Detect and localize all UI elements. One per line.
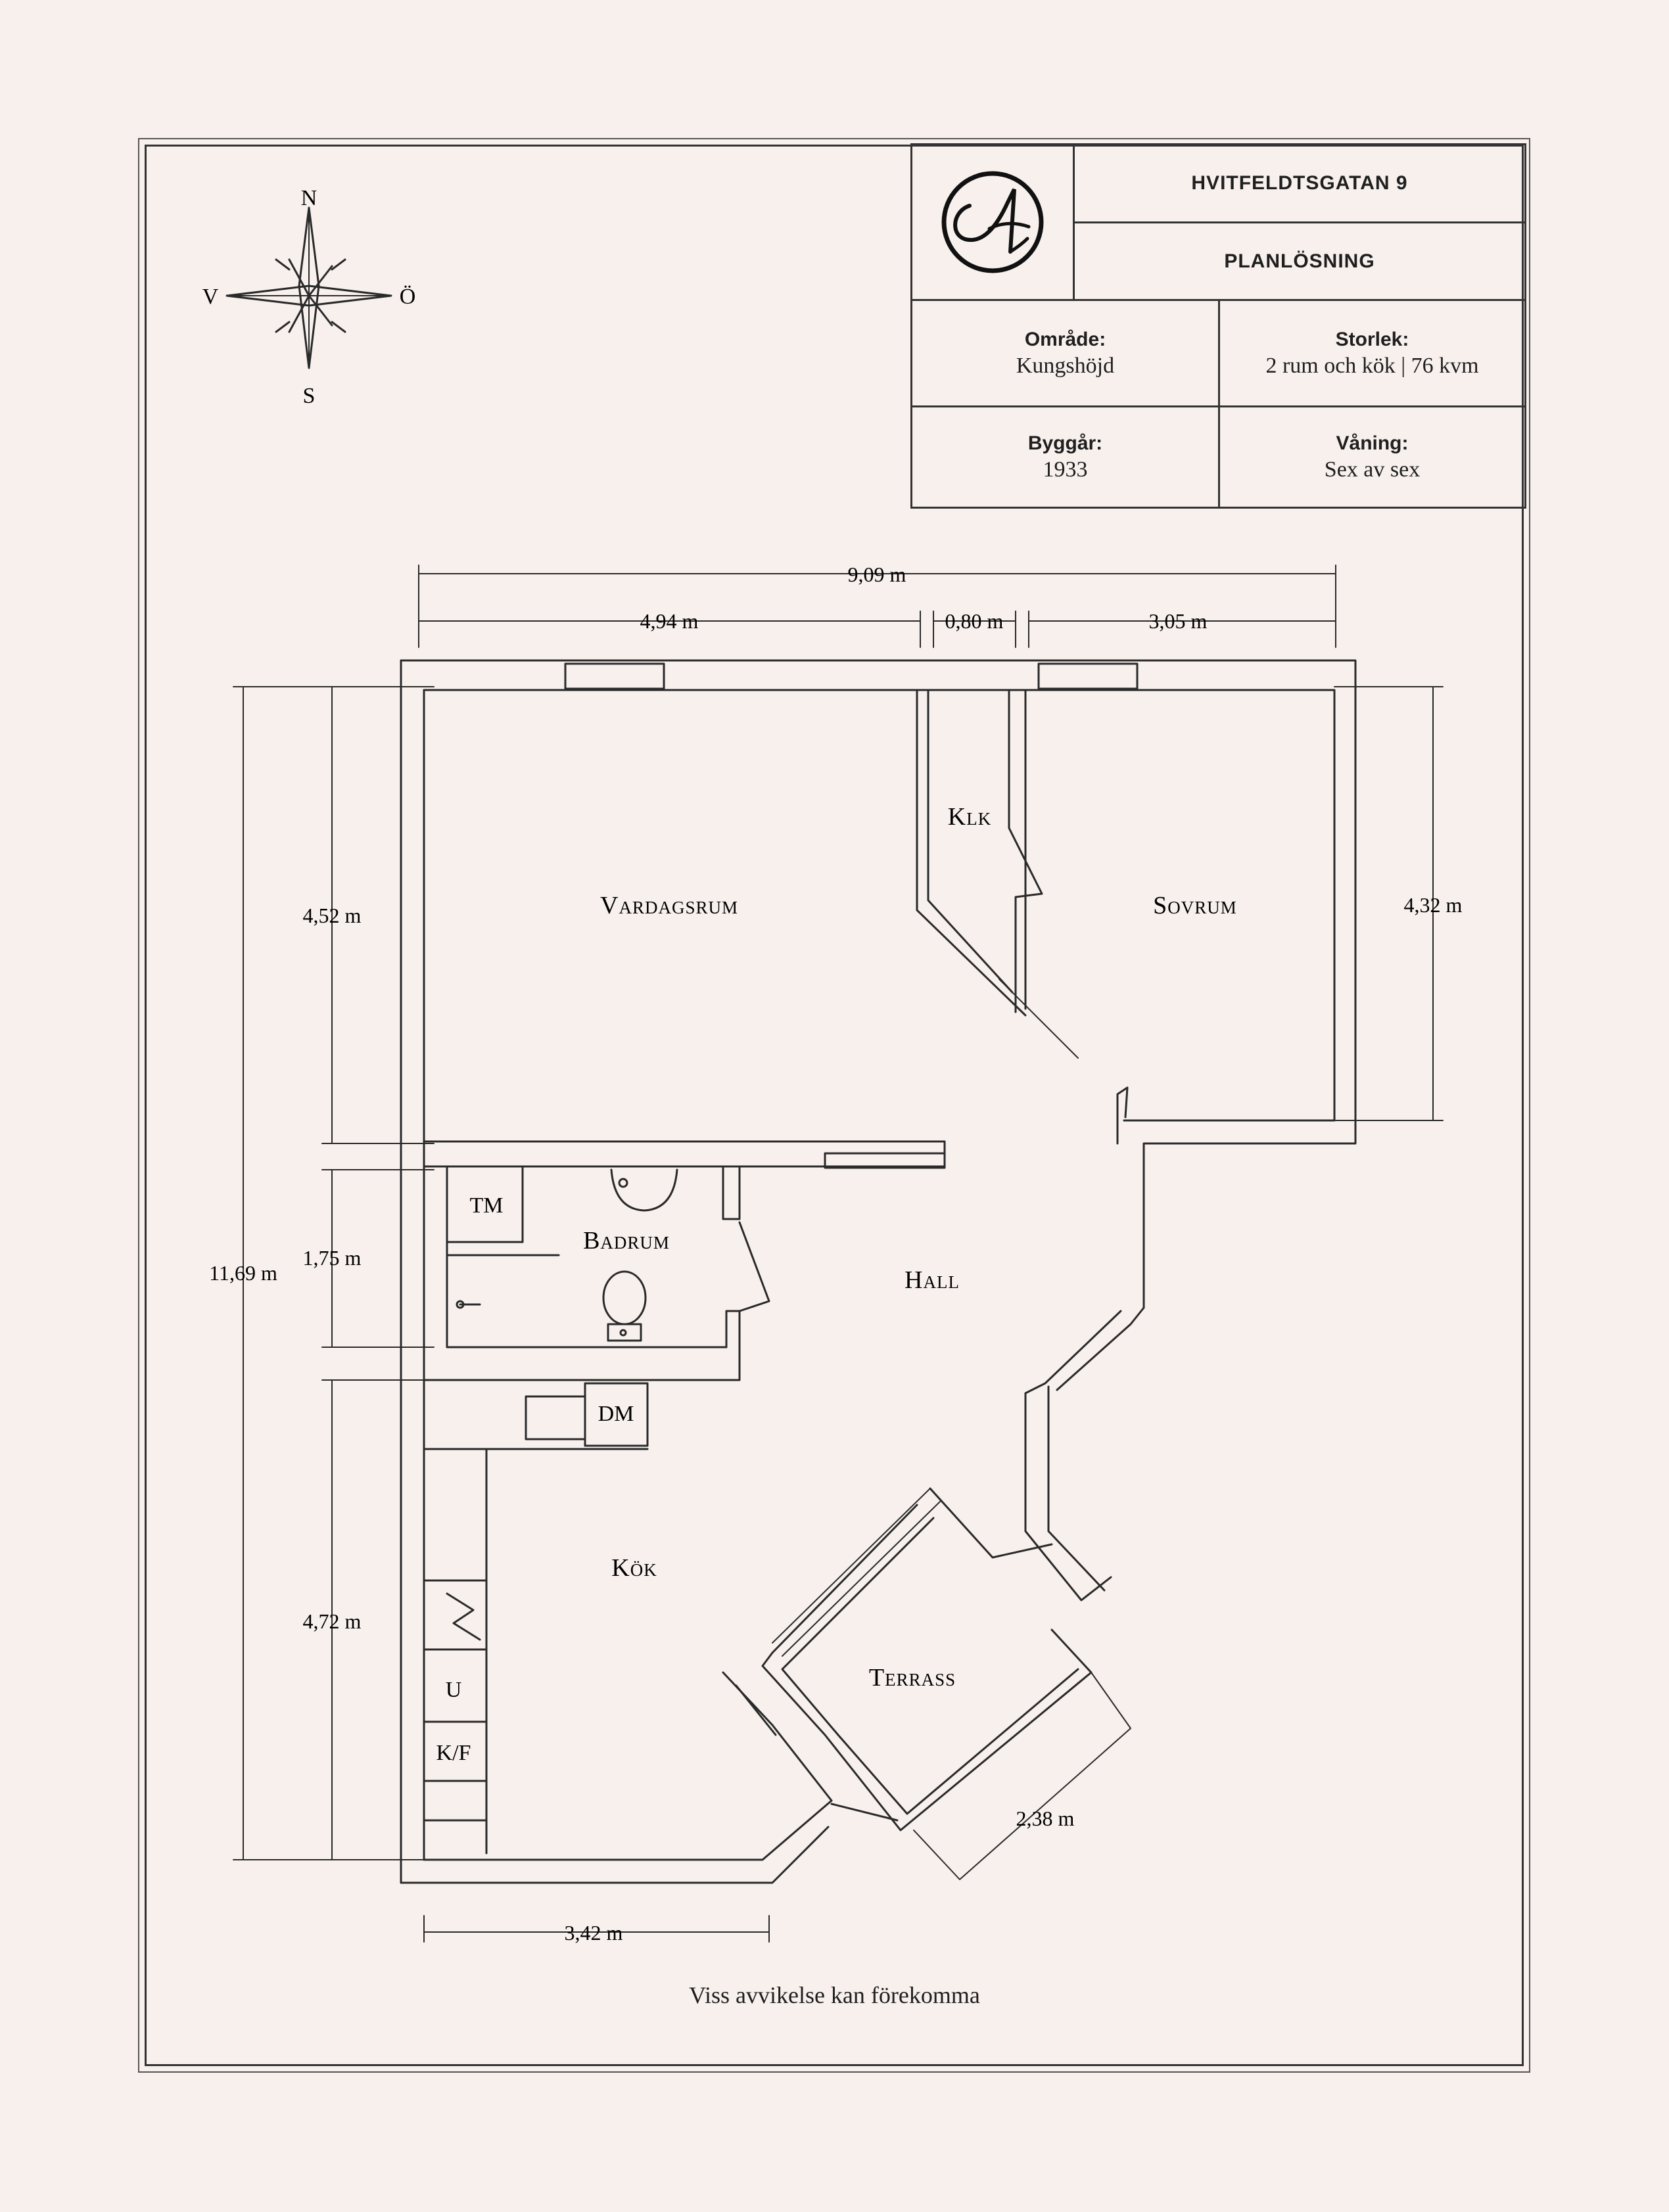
outer-frame [138, 138, 1530, 2073]
dim-kitchen-width: 3,42 m [565, 1921, 623, 1945]
dim-total-width: 9,09 m [848, 563, 906, 586]
compass-south: S [303, 384, 316, 408]
fixture-u: U [446, 1678, 462, 1702]
compass-east: Ö [400, 285, 416, 309]
built-label: Byggår: [1027, 432, 1103, 454]
compass-west: V [202, 285, 219, 309]
compass-rose-icon [225, 206, 392, 369]
monogram-logo-icon [941, 171, 1044, 273]
dim-bedroom-width: 3,05 m [1149, 609, 1208, 633]
inner-frame [145, 145, 1524, 2066]
floor-cell: Våning: Sex av sex [1218, 405, 1526, 509]
terrace-walls [722, 1086, 1145, 1832]
floor-value: Sex av sex [1324, 457, 1421, 482]
size-label: Storlek: [1335, 328, 1409, 350]
built-value: 1933 [1043, 457, 1088, 482]
exterior-walls [400, 659, 1357, 1884]
dim-total-height: 11,69 m [209, 1261, 277, 1285]
dim-bath-height: 1,75 m [303, 1246, 362, 1270]
interior-walls [423, 1140, 946, 1381]
room-vardagsrum: Vardagsrum [600, 892, 738, 919]
dim-kitchen-height: 4,72 m [303, 1609, 362, 1633]
disclaimer-note: Viss avvikelse kan förekomma [689, 1982, 980, 2008]
room-hall: Hall [905, 1266, 960, 1294]
floor-label: Våning: [1336, 432, 1409, 454]
dim-living-height: 4,52 m [303, 904, 362, 927]
closet-walls [916, 689, 1079, 1059]
dim-terrace: 2,38 m [1016, 1807, 1075, 1830]
kitchen-counters [423, 1382, 649, 1855]
fixture-kf: K/F [436, 1741, 471, 1765]
room-terrass: Terrass [869, 1664, 956, 1692]
room-klk: Klk [948, 803, 991, 831]
dimension-lines [233, 565, 1444, 1943]
fixture-dm: DM [598, 1402, 634, 1426]
plan-subtitle: PLANLÖSNING [1224, 250, 1375, 272]
dim-bedroom-height: 4,32 m [1404, 893, 1463, 917]
room-badrum: Badrum [583, 1227, 670, 1255]
dim-living-width: 4,94 m [640, 609, 699, 633]
compass-north: N [301, 186, 317, 210]
area-label: Område: [1024, 328, 1106, 350]
dim-closet-width: 0,80 m [945, 609, 1004, 633]
area-value: Kungshöjd [1016, 353, 1115, 378]
size-value: 2 rum och kök | 76 kvm [1265, 353, 1479, 378]
address-title: HVITFELDTSGATAN 9 [1191, 172, 1408, 194]
fixture-tm: TM [470, 1193, 504, 1218]
room-sovrum: Sovrum [1153, 892, 1237, 919]
room-kok: Kök [611, 1554, 657, 1582]
